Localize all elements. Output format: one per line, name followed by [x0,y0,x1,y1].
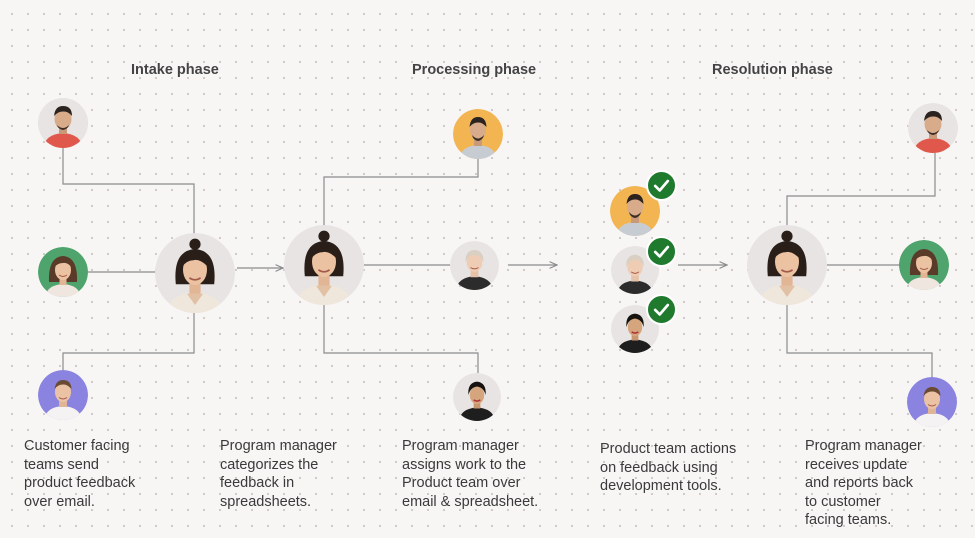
customer-avatar-icon [38,247,88,297]
product-team-avatar-icon [610,186,660,236]
resolution-phase-title: Resolution phase [712,62,833,78]
product-action-caption: Product team actions on feedback using d… [600,441,737,494]
checkmark-icon [646,170,677,201]
intake-phase-title: Intake phase [131,62,219,78]
customer-avatar-icon [907,377,957,427]
product-team-avatar-icon [453,373,501,421]
program-manager-avatar-icon [284,225,364,305]
intake-connector-top [62,143,195,235]
checkmark-icon [646,294,677,325]
checkmark-icon [646,236,677,267]
processing-connector-top [323,159,479,226]
program-manager-avatar-icon [747,225,827,305]
processing-connector-bottom [323,305,479,373]
program-manager-avatar-icon [155,233,235,313]
product-team-avatar-icon [450,241,499,290]
customer-avatar-icon [38,98,88,148]
intake-connector-bottom [62,312,195,372]
customer-avatar-icon [38,370,88,420]
intake-caption: Customer facing teams send product feedb… [24,438,136,510]
report-back-caption: Program manager receives update and repo… [805,438,922,528]
customer-avatar-icon [908,103,958,153]
assign-caption: Program manager assigns work to the Prod… [402,438,539,510]
processing-phase-title: Processing phase [412,62,537,78]
customer-avatar-icon [899,240,949,290]
resolution-connector-top [786,153,936,225]
categorize-caption: Program manager categorizes the feedback… [220,438,337,510]
resolution-connector-bottom [786,305,933,378]
product-team-avatar-icon [453,109,503,159]
